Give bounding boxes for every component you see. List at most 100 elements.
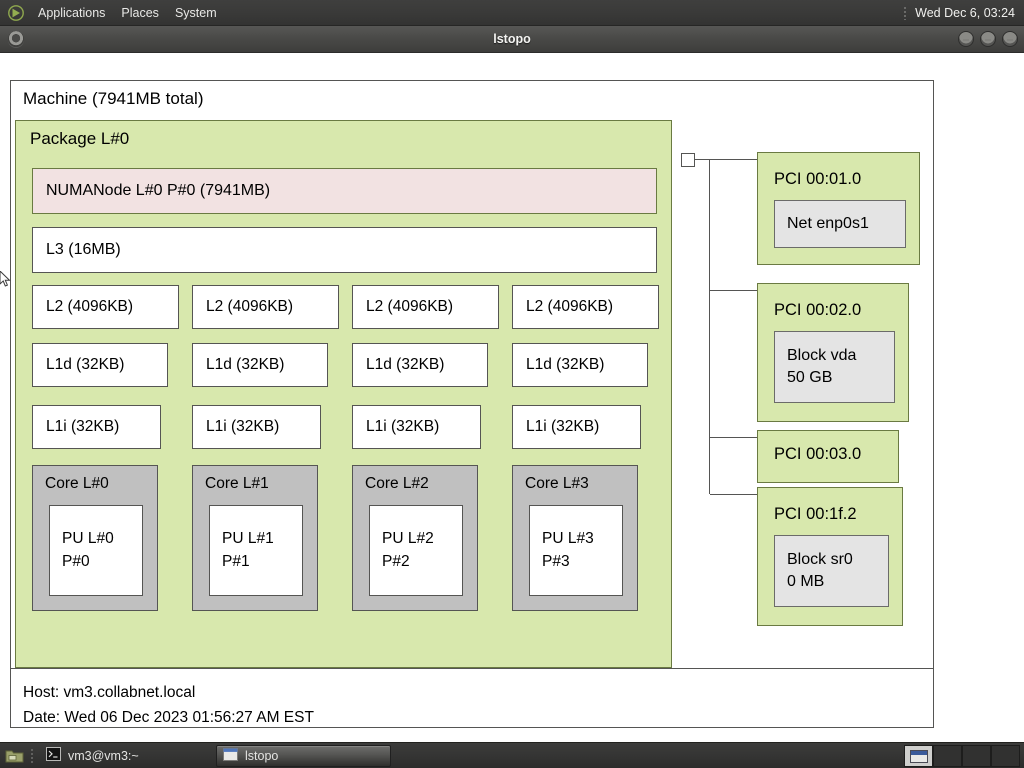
l1d-cache-label: L1d (32KB) xyxy=(206,356,285,373)
task-button-terminal[interactable]: vm3@vm3:~ xyxy=(39,745,214,767)
l3-cache-box[interactable]: L3 (16MB) xyxy=(32,227,657,273)
pu-label-line1: PU L#3 xyxy=(542,530,594,548)
l1d-cache-box[interactable]: L1d (32KB) xyxy=(352,343,488,387)
l1i-cache-box[interactable]: L1i (32KB) xyxy=(512,405,641,449)
l1i-cache-box[interactable]: L1i (32KB) xyxy=(192,405,321,449)
pu-label-line1: PU L#2 xyxy=(382,530,434,548)
core-box[interactable]: Core L#1 PU L#1 P#1 xyxy=(192,465,318,611)
core-row: Core L#0 PU L#0 P#0 Core L#1 PU L#1 P#1 xyxy=(32,465,657,611)
core-label: Core L#3 xyxy=(525,475,589,492)
pu-label-line2: P#3 xyxy=(542,552,570,570)
l2-cache-row: L2 (4096KB) L2 (4096KB) L2 (4096KB) L2 (… xyxy=(32,285,659,329)
task-label: vm3@vm3:~ xyxy=(68,748,139,763)
window-titlebar[interactable]: lstopo xyxy=(0,26,1024,53)
footer-info: Host: vm3.collabnet.local Date: Wed 06 D… xyxy=(23,680,314,730)
taskbar-grip-handle[interactable] xyxy=(30,747,34,764)
menu-system[interactable]: System xyxy=(174,5,217,20)
clock[interactable]: Wed Dec 6, 03:24 xyxy=(915,5,1015,20)
window-controls xyxy=(958,31,1018,47)
tree-branch-line xyxy=(710,290,757,291)
l1d-cache-label: L1d (32KB) xyxy=(526,356,605,373)
package-box[interactable]: Package L#0 NUMANode L#0 P#0 (7941MB) L3… xyxy=(15,120,672,668)
tree-branch-line xyxy=(710,437,757,438)
core-box[interactable]: Core L#3 PU L#3 P#3 xyxy=(512,465,638,611)
menu-applications[interactable]: Applications xyxy=(38,5,106,20)
pci-device-line1: Block sr0 xyxy=(787,550,853,568)
core-label: Core L#0 xyxy=(45,475,109,492)
workspace-1[interactable] xyxy=(904,744,933,767)
pci-device-box[interactable]: Block sr0 0 MB xyxy=(774,535,889,607)
pci-device-line1: Net enp0s1 xyxy=(787,214,869,232)
host-label: Host: vm3.collabnet.local xyxy=(23,684,196,701)
pu-box[interactable]: PU L#3 P#3 xyxy=(529,505,623,596)
terminal-icon xyxy=(46,747,61,764)
pci-device-line1: Block vda xyxy=(787,346,857,364)
l1d-cache-box[interactable]: L1d (32KB) xyxy=(192,343,328,387)
pci-box[interactable]: PCI 00:03.0 xyxy=(757,430,899,483)
core-label: Core L#2 xyxy=(365,475,429,492)
menu-places[interactable]: Places xyxy=(121,5,159,20)
l1i-cache-label: L1i (32KB) xyxy=(46,418,120,435)
l2-cache-label: L2 (4096KB) xyxy=(366,298,454,315)
maximize-button[interactable] xyxy=(980,31,996,47)
numanode-box[interactable]: NUMANode L#0 P#0 (7941MB) xyxy=(32,168,657,214)
pu-label-line1: PU L#1 xyxy=(222,530,274,548)
package-label: Package L#0 xyxy=(30,129,130,148)
workspace-window-thumbnail xyxy=(910,749,928,763)
panel-grip-handle[interactable] xyxy=(903,5,908,20)
l2-cache-label: L2 (4096KB) xyxy=(46,298,134,315)
pu-box[interactable]: PU L#1 P#1 xyxy=(209,505,303,596)
core-box[interactable]: Core L#0 PU L#0 P#0 xyxy=(32,465,158,611)
tree-branch-line xyxy=(710,159,757,160)
pci-device-box[interactable]: Net enp0s1 xyxy=(774,200,906,248)
pci-label: PCI 00:02.0 xyxy=(774,301,862,319)
l1d-cache-box[interactable]: L1d (32KB) xyxy=(512,343,648,387)
l2-cache-box[interactable]: L2 (4096KB) xyxy=(512,285,659,329)
pu-box[interactable]: PU L#0 P#0 xyxy=(49,505,143,596)
pci-device-box[interactable]: Block vda 50 GB xyxy=(774,331,895,403)
task-label: lstopo xyxy=(245,748,279,763)
l1i-cache-box[interactable]: L1i (32KB) xyxy=(352,405,481,449)
bridge-root-node[interactable] xyxy=(681,153,695,167)
l3-cache-label: L3 (16MB) xyxy=(46,241,121,258)
l2-cache-box[interactable]: L2 (4096KB) xyxy=(352,285,499,329)
window-icon xyxy=(223,747,238,764)
minimize-button[interactable] xyxy=(958,31,974,47)
gnome-top-panel: Applications Places System Wed Dec 6, 03… xyxy=(0,0,1024,26)
task-button-lstopo[interactable]: lstopo xyxy=(216,744,391,767)
l1i-cache-label: L1i (32KB) xyxy=(526,418,600,435)
pci-box[interactable]: PCI 00:02.0 Block vda 50 GB xyxy=(757,283,909,422)
workspace-3[interactable] xyxy=(962,744,991,767)
window-title: lstopo xyxy=(493,32,531,46)
l1d-cache-box[interactable]: L1d (32KB) xyxy=(32,343,168,387)
machine-label: Machine (7941MB total) xyxy=(23,89,204,108)
workspace-4[interactable] xyxy=(991,744,1020,767)
l2-cache-box[interactable]: L2 (4096KB) xyxy=(32,285,179,329)
gnome-foot-icon[interactable] xyxy=(5,3,27,23)
l1d-cache-row: L1d (32KB) L1d (32KB) L1d (32KB) L1d (32… xyxy=(32,343,657,387)
pu-box[interactable]: PU L#2 P#2 xyxy=(369,505,463,596)
topology-canvas: Machine (7941MB total) Package L#0 NUMAN… xyxy=(0,53,1024,742)
footer-divider xyxy=(11,668,933,669)
file-manager-icon[interactable] xyxy=(3,746,25,766)
pci-box[interactable]: PCI 00:01.0 Net enp0s1 xyxy=(757,152,920,265)
l2-cache-box[interactable]: L2 (4096KB) xyxy=(192,285,339,329)
l1i-cache-row: L1i (32KB) L1i (32KB) L1i (32KB) L1i (32… xyxy=(32,405,657,449)
core-box[interactable]: Core L#2 PU L#2 P#2 xyxy=(352,465,478,611)
numanode-label: NUMANode L#0 P#0 (7941MB) xyxy=(46,182,271,199)
l1i-cache-label: L1i (32KB) xyxy=(366,418,440,435)
lstopo-window: lstopo Machine (7941MB total) Package L#… xyxy=(0,26,1024,742)
pu-label-line1: PU L#0 xyxy=(62,530,114,548)
l1i-cache-box[interactable]: L1i (32KB) xyxy=(32,405,161,449)
workspace-2[interactable] xyxy=(933,744,962,767)
close-button[interactable] xyxy=(1002,31,1018,47)
pci-label: PCI 00:01.0 xyxy=(774,170,862,188)
l2-cache-label: L2 (4096KB) xyxy=(526,298,614,315)
pci-box[interactable]: PCI 00:1f.2 Block sr0 0 MB xyxy=(757,487,903,626)
tree-trunk-line xyxy=(709,159,710,494)
core-label: Core L#1 xyxy=(205,475,269,492)
pci-label: PCI 00:1f.2 xyxy=(774,505,857,523)
app-icon xyxy=(8,31,24,47)
l1i-cache-label: L1i (32KB) xyxy=(206,418,280,435)
